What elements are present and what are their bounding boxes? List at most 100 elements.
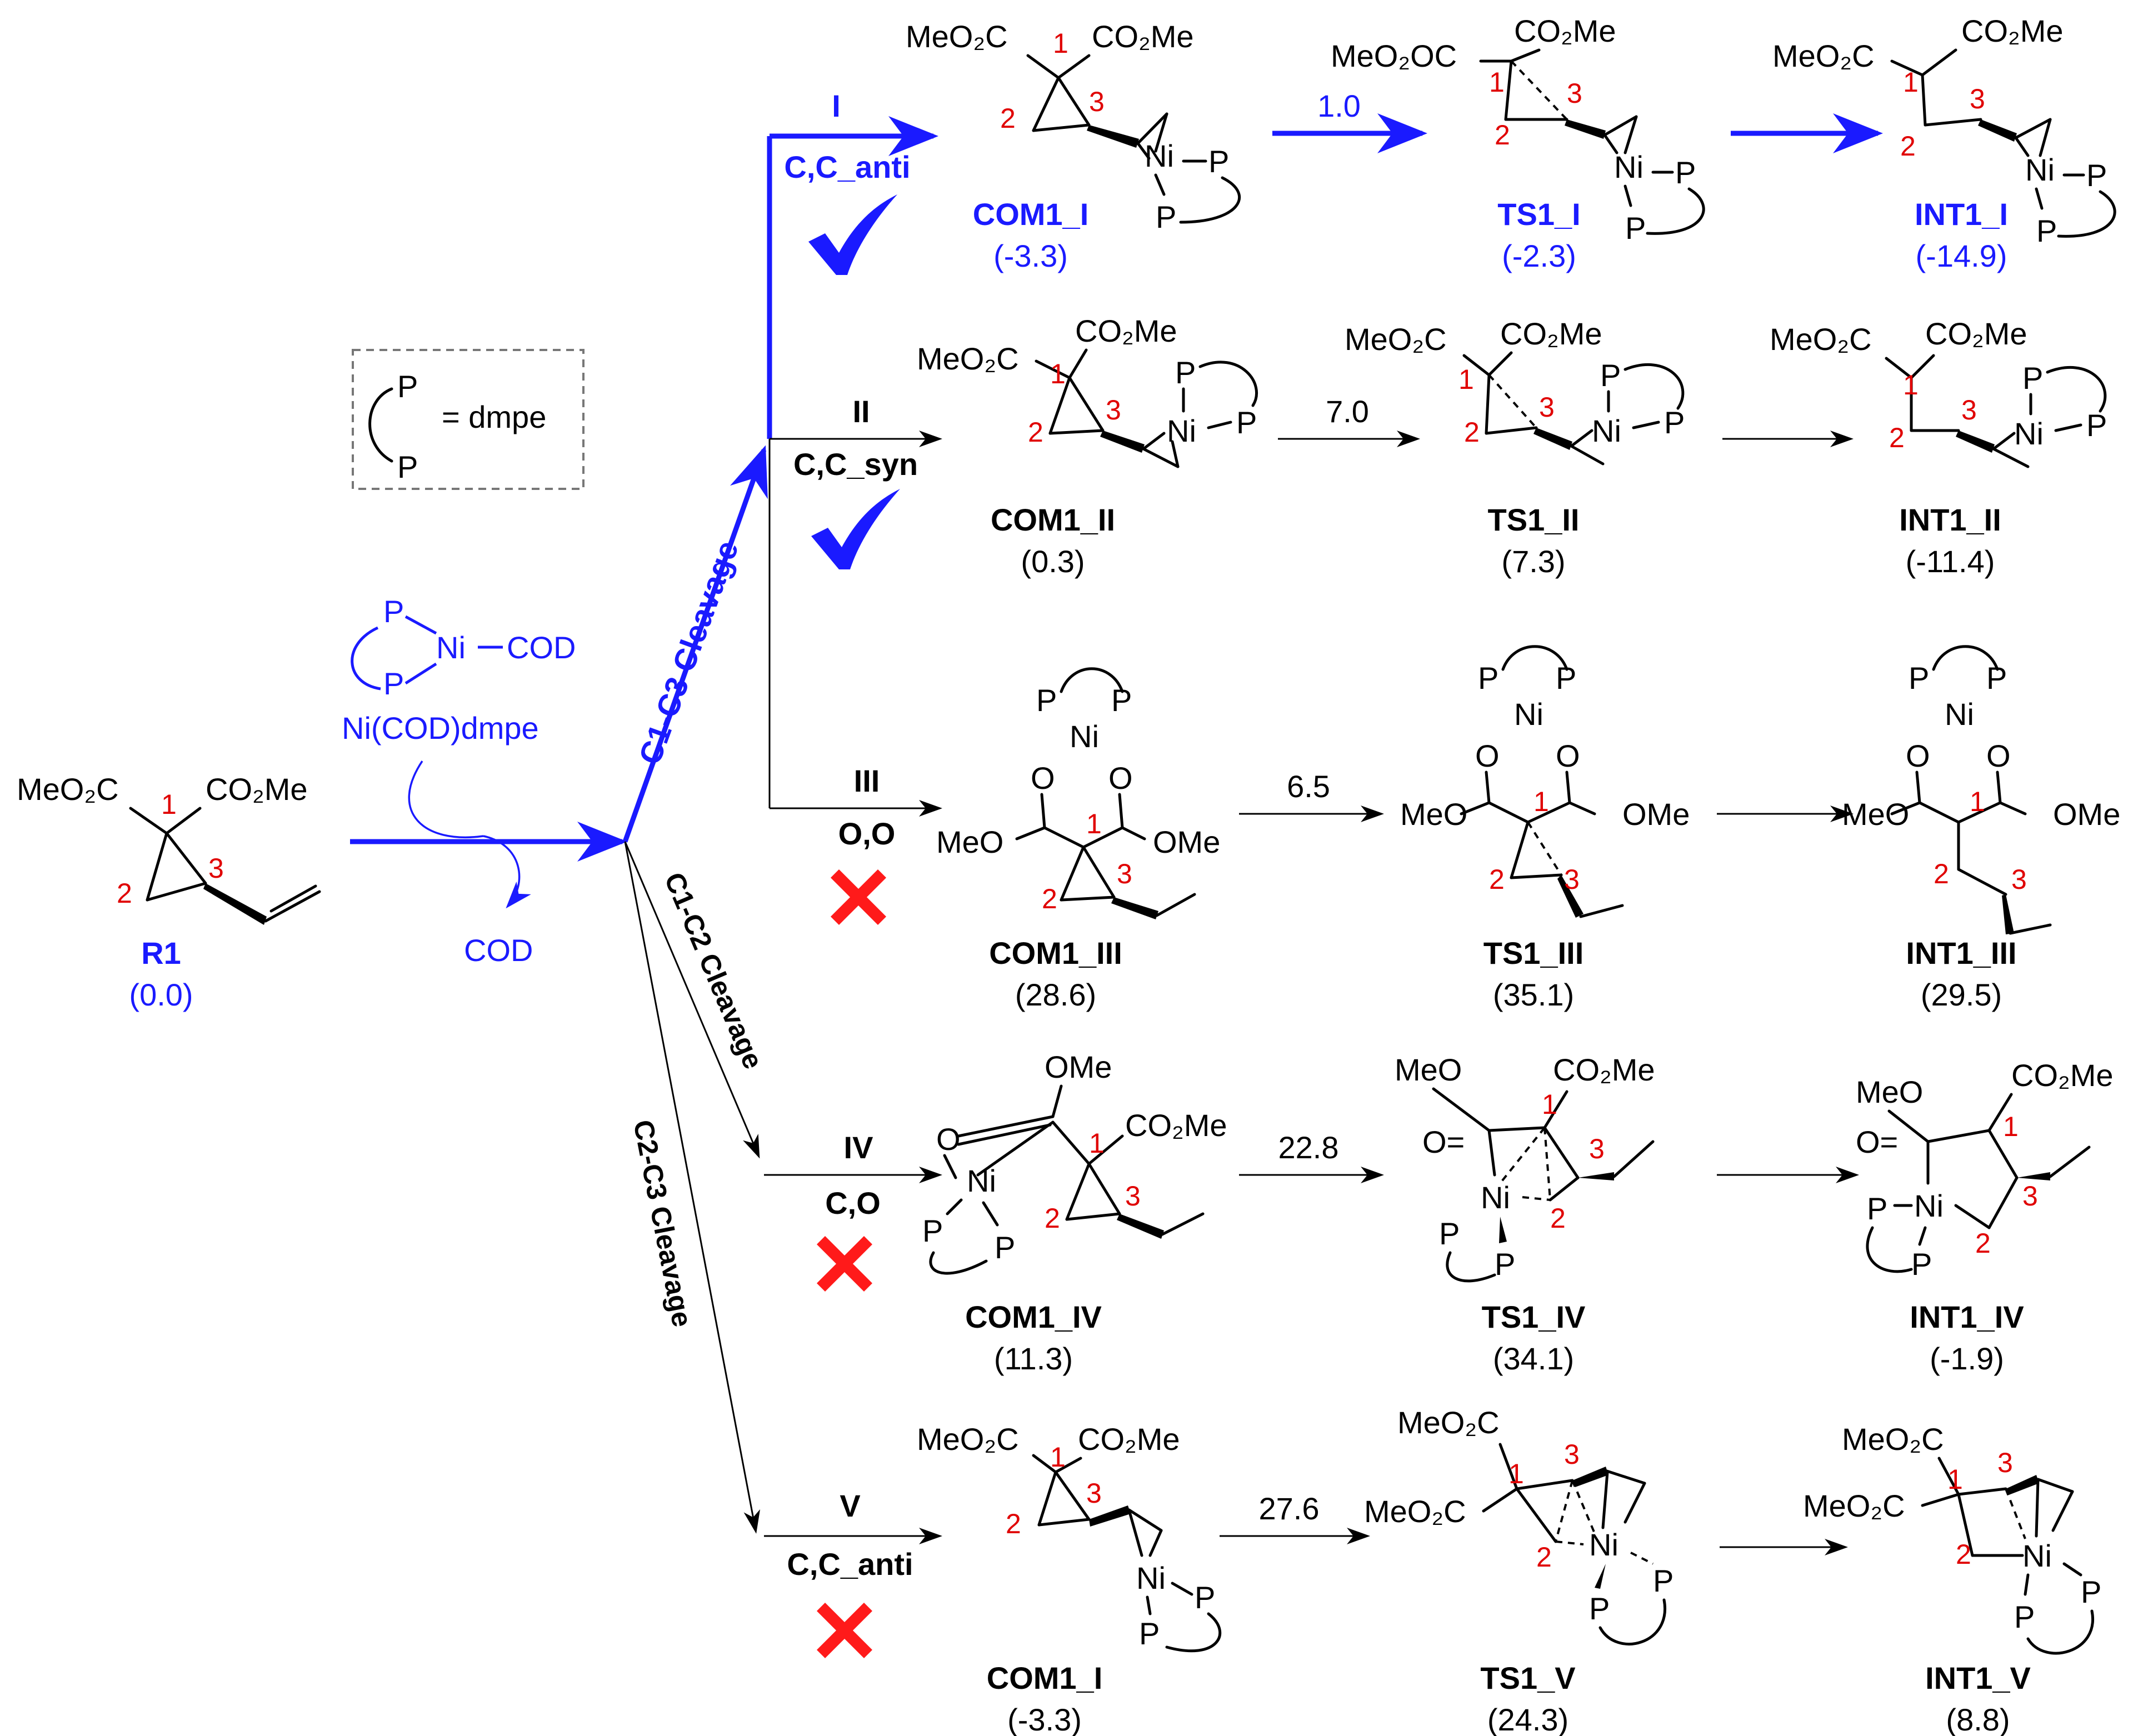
com1-v-p2: P — [1139, 1616, 1160, 1651]
pathway-ii-mode: C,C_syn — [793, 447, 918, 482]
barrier-ii: 7.0 — [1326, 394, 1369, 429]
pathway-i-mode: C,C_anti — [784, 149, 910, 184]
ts1-iv-oxo: O= — [1422, 1124, 1465, 1159]
ts1-iv-ester-right: CO₂Me — [1553, 1052, 1655, 1087]
com1-iii-ni: Ni — [1070, 719, 1099, 754]
svg-text:3: 3 — [1086, 1478, 1102, 1509]
ts1-iii-energy: (35.1) — [1493, 977, 1574, 1012]
ts1-iv-label: TS1_IV — [1482, 1299, 1586, 1334]
pathway-iii-label: III O,O — [831, 763, 895, 925]
com1-ii-p1: P — [1175, 355, 1196, 390]
structure-ts1-v: MeO₂C MeO₂C Ni P P 1 2 3 TS1_V (24.3) — [1364, 1405, 1674, 1736]
r1-energy: (0.0) — [129, 977, 193, 1012]
pathway-v-roman: V — [840, 1488, 860, 1523]
int1-v-p1: P — [2014, 1599, 2035, 1634]
int1-v-label: INT1_V — [1925, 1660, 2031, 1695]
reactant-r1: MeO₂C CO₂Me 1 2 3 R1 (0.0) — [17, 772, 321, 1012]
ts1-iii-ni: Ni — [1514, 697, 1543, 732]
branch-c1c3-label: C1-C3 Cleavage — [632, 536, 745, 769]
ts1-iv-meo: MeO — [1395, 1052, 1462, 1087]
ts1-iii-p2: P — [1556, 661, 1576, 696]
svg-text:2: 2 — [1536, 1542, 1552, 1573]
reagent-cod: COD — [507, 630, 576, 665]
svg-text:1: 1 — [1053, 28, 1068, 59]
ts1-v-p2: P — [1653, 1563, 1674, 1598]
svg-text:3: 3 — [1089, 86, 1105, 117]
ts1-ii-label: TS1_II — [1488, 502, 1580, 537]
int1-i-ester-left: MeO₂C — [1772, 38, 1875, 73]
int1-iv-ester-right: CO₂Me — [2011, 1058, 2114, 1093]
ts1-ii-p1: P — [1600, 358, 1621, 393]
svg-text:1: 1 — [161, 789, 177, 820]
int1-iv-label: INT1_IV — [1910, 1299, 2024, 1334]
ts1-iii-o2: O — [1556, 738, 1580, 773]
structure-com1-i: MeO₂C CO₂Me Ni P P 1 2 3 COM1_I (-3.3) — [906, 19, 1241, 273]
pathway-v-mode: C,C_anti — [787, 1547, 913, 1582]
structure-int1-i: MeO₂C CO₂Me Ni P P 1 2 3 INT1_I (-14.9) — [1772, 13, 2116, 273]
int1-ii-ester-right: CO₂Me — [1925, 316, 2027, 351]
com1-v-energy: (-3.3) — [1007, 1702, 1082, 1736]
legend-p-top: P — [397, 369, 418, 404]
branch-c1c3-arrow — [622, 445, 768, 843]
ts1-v-p1: P — [1589, 1591, 1610, 1626]
check-mark-icon — [811, 489, 900, 569]
int1-i-ester-right: CO₂Me — [1961, 13, 2064, 48]
com1-iv-ome: OMe — [1045, 1049, 1112, 1084]
com1-iv-ni: Ni — [967, 1163, 996, 1198]
svg-text:2: 2 — [1028, 417, 1043, 448]
int1-ii-ni: Ni — [2014, 416, 2044, 451]
pathway-iii-mode: O,O — [838, 816, 896, 851]
ts1-iii-ome: OMe — [1622, 797, 1690, 832]
ts1-ii-ni: Ni — [1592, 413, 1621, 448]
ts1-ii-ester-right: CO₂Me — [1500, 316, 1602, 351]
r1-ester-right: CO₂Me — [206, 772, 308, 807]
svg-text:1: 1 — [1970, 786, 1985, 817]
com1-v-ester-right: CO₂Me — [1078, 1422, 1180, 1457]
int1-ii-p1: P — [2022, 361, 2043, 396]
svg-text:2: 2 — [1045, 1203, 1060, 1234]
ts1-iv-ni: Ni — [1481, 1180, 1510, 1215]
svg-text:2: 2 — [1889, 422, 1905, 453]
svg-text:3: 3 — [1961, 394, 1977, 426]
svg-text:1: 1 — [1508, 1458, 1524, 1489]
svg-text:1: 1 — [1542, 1089, 1557, 1120]
svg-text:2: 2 — [1006, 1508, 1021, 1539]
int1-iv-meo: MeO — [1856, 1074, 1923, 1109]
int1-iv-p2: P — [1911, 1247, 1932, 1282]
structure-int1-iii: P P Ni O O MeO OMe 1 2 3 INT1_III (29.5) — [1842, 645, 2120, 1012]
reagent-ni-cod-dmpe: P P Ni COD Ni(COD)dmpe COD — [342, 594, 576, 968]
int1-i-p1: P — [2086, 158, 2107, 193]
structure-ts1-i: MeO₂OC CO₂Me Ni P P 1 2 3 TS1_I (-2.3) — [1331, 13, 1705, 273]
int1-i-label: INT1_I — [1915, 197, 2008, 232]
structure-ts1-iv: MeO CO₂Me O= Ni P P 1 2 3 TS1_IV (34.1) — [1395, 1052, 1655, 1376]
svg-text:3: 3 — [1970, 83, 1985, 114]
int1-iv-oxo: O= — [1856, 1124, 1898, 1159]
svg-text:1: 1 — [1533, 786, 1549, 817]
svg-text:1: 1 — [2003, 1111, 2019, 1142]
svg-text:2: 2 — [1495, 119, 1510, 151]
svg-text:3: 3 — [1564, 1439, 1580, 1470]
svg-text:2: 2 — [1000, 103, 1016, 134]
svg-text:1: 1 — [1458, 364, 1474, 395]
int1-v-ester-left: MeO₂C — [1842, 1422, 1944, 1457]
svg-text:1: 1 — [1086, 808, 1102, 839]
pathway-ii-label: II C,C_syn — [793, 394, 918, 569]
com1-iii-o1: O — [1031, 761, 1055, 796]
structure-ts1-ii: MeO₂C CO₂Me Ni P P 1 2 3 TS1_II (7.3) — [1345, 316, 1685, 579]
pathway-v-label: V C,C_anti — [787, 1488, 913, 1658]
reagent-released-cod: COD — [464, 933, 533, 968]
structure-ts1-iii: P P Ni O O MeO OMe 1 2 3 TS1_III (35.1) — [1400, 645, 1690, 1012]
com1-iii-ome: OMe — [1153, 824, 1220, 859]
svg-text:3: 3 — [1125, 1180, 1141, 1212]
svg-text:2: 2 — [1042, 883, 1057, 914]
com1-iii-p2: P — [1111, 683, 1132, 718]
pathway-iv-roman: IV — [844, 1130, 873, 1165]
ts1-v-ni: Ni — [1589, 1527, 1619, 1562]
svg-text:3: 3 — [208, 853, 224, 884]
com1-iv-label: COM1_IV — [965, 1299, 1102, 1334]
structure-com1-v: MeO₂C CO₂Me Ni P P 1 2 3 COM1_I (-3.3) — [917, 1422, 1222, 1736]
com1-i-energy: (-3.3) — [993, 238, 1068, 273]
int1-v-p2: P — [2081, 1574, 2101, 1609]
structure-com1-ii: MeO₂C CO₂Me Ni P P 1 2 3 COM1_II (0.3) — [917, 313, 1258, 579]
svg-text:1: 1 — [1050, 1442, 1066, 1473]
